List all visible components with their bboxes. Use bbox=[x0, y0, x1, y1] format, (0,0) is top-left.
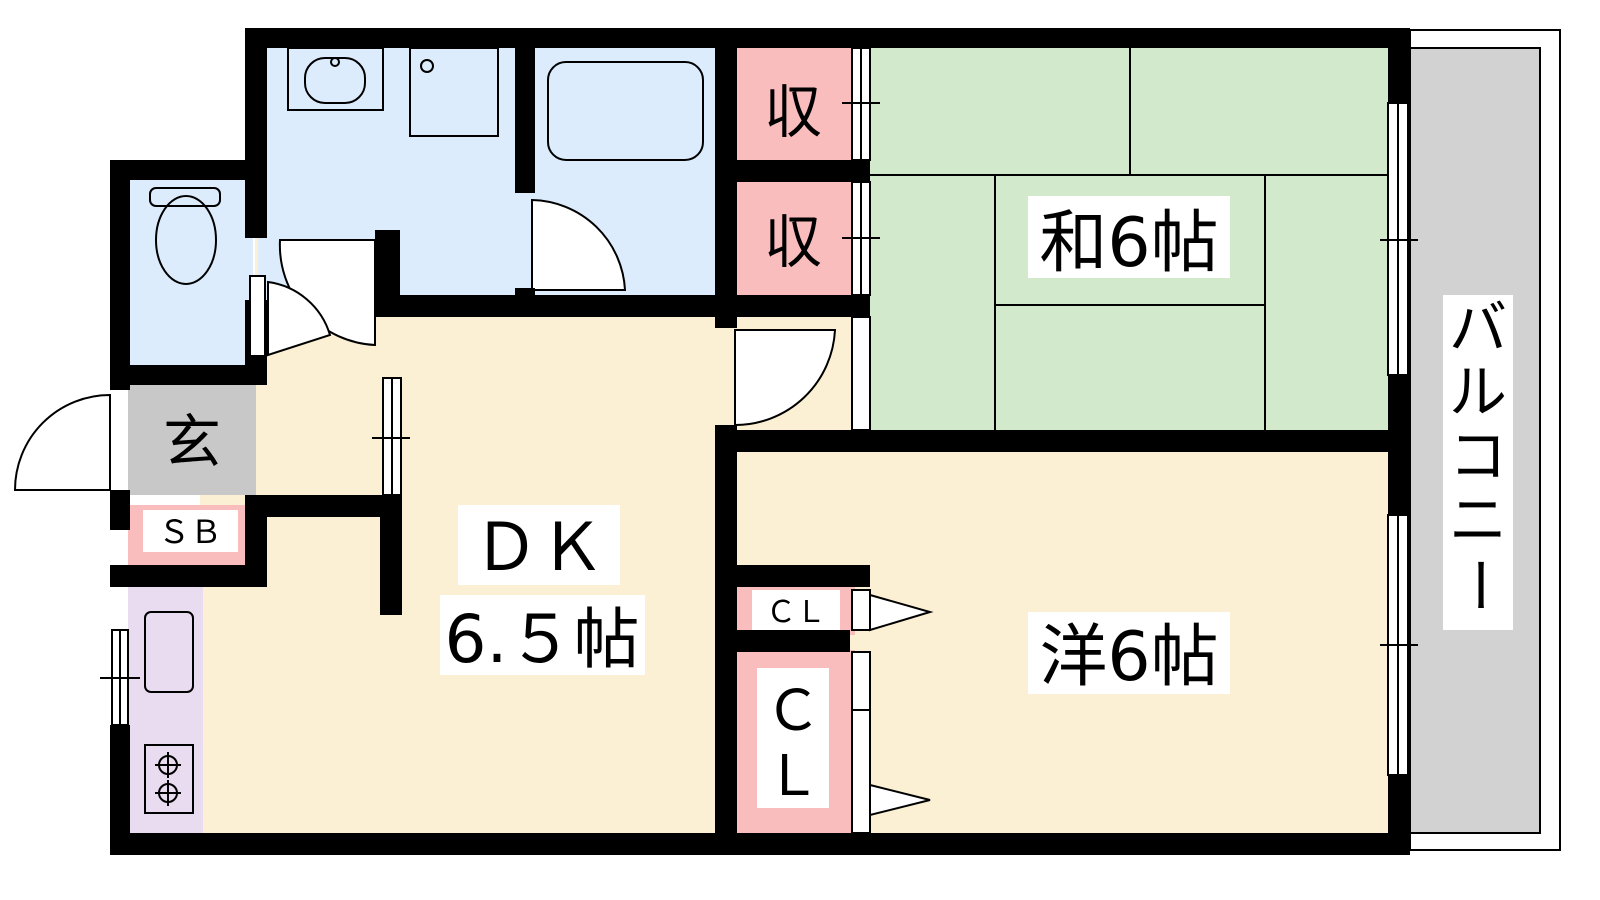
storage-upper-fill bbox=[735, 45, 855, 170]
tatami-lines bbox=[870, 45, 1390, 435]
sink-icon bbox=[144, 611, 194, 693]
japanese-room-label-bg bbox=[1028, 196, 1230, 278]
entrance-label: 玄 bbox=[163, 408, 221, 476]
closet-large-label-bg bbox=[757, 668, 829, 808]
window-marks bbox=[100, 102, 1418, 679]
toilet bbox=[128, 175, 253, 370]
door-swings bbox=[13, 198, 837, 491]
stove-icon bbox=[144, 744, 194, 814]
balcony-char-4: ニ bbox=[1449, 486, 1507, 554]
storage-lower-label: 収 bbox=[764, 208, 822, 276]
toilet-icon bbox=[149, 187, 221, 285]
western-room-label: 洋6帖 bbox=[1039, 618, 1218, 697]
dk-label-bg bbox=[458, 505, 620, 585]
storage-upper-label: 収 bbox=[764, 78, 822, 146]
balcony-char-5: ー bbox=[1445, 556, 1513, 614]
balcony-label-bg bbox=[1443, 295, 1513, 630]
closet-small-label-bg bbox=[752, 590, 840, 630]
kitchen-counter bbox=[128, 585, 203, 835]
dk-size-label-bg bbox=[440, 595, 645, 675]
dk-label-top: ＤＫ bbox=[473, 509, 605, 586]
balcony-char-1: バ bbox=[1449, 294, 1507, 362]
japanese-room-label: 和6帖 bbox=[1039, 204, 1218, 283]
closet-large-label-c: Ｃ bbox=[765, 679, 821, 744]
balcony-char-2: ル bbox=[1449, 358, 1507, 426]
dk-label-bottom: 6.５帖 bbox=[445, 601, 640, 678]
shoebox-label: ＳＢ bbox=[158, 513, 222, 551]
walls bbox=[110, 28, 1410, 855]
western-room-label-bg bbox=[1028, 612, 1230, 694]
shoebox-label-bg bbox=[143, 510, 238, 552]
storage-lower-fill bbox=[735, 180, 855, 295]
balcony-char-3: コ bbox=[1449, 422, 1507, 490]
entrance-fill bbox=[128, 380, 256, 495]
closet-large-label-l: Ｌ bbox=[765, 744, 821, 809]
closet-small-label: ＣＬ bbox=[766, 595, 826, 630]
bathtub-icon bbox=[547, 61, 704, 161]
